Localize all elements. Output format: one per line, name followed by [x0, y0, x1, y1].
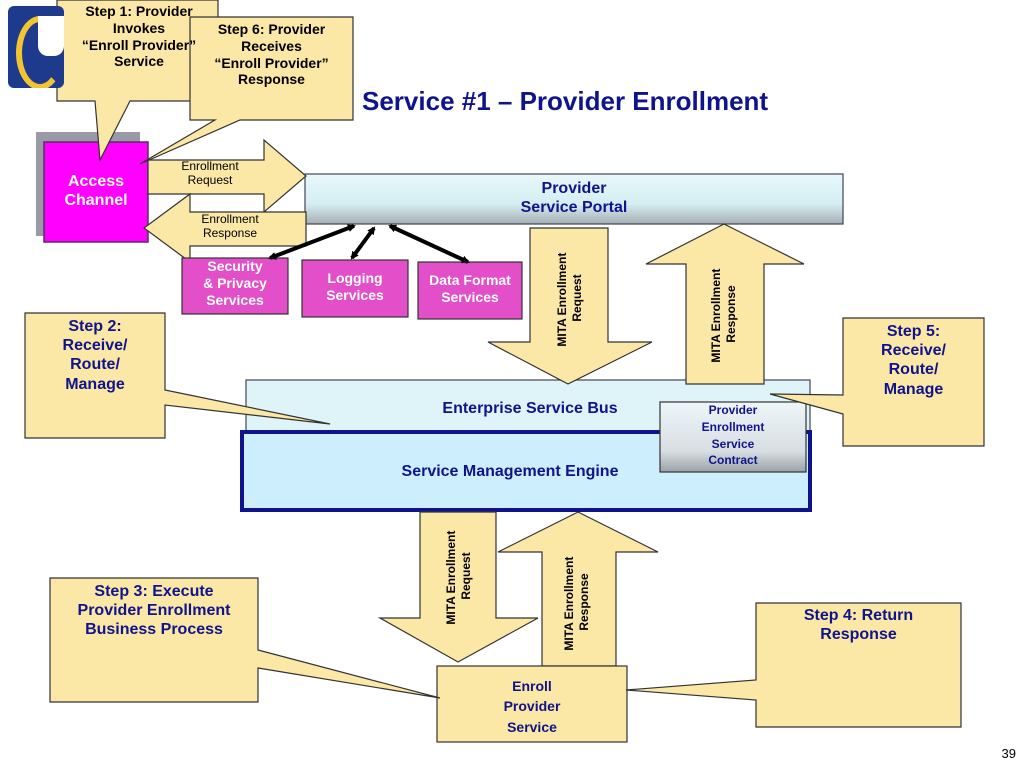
access-channel-box [43, 141, 149, 243]
mita-request-label-upper: MITA Enrollment Request [555, 249, 584, 346]
mita-request-label-lower: MITA Enrollment Request [444, 527, 473, 624]
mita-request-arrow-upper [487, 227, 653, 385]
mita-response-arrow-lower [497, 511, 659, 667]
step4-callout [625, 602, 962, 728]
connector-logging [350, 226, 376, 260]
step5-text: Step 5:Receive/Route/Manage [881, 323, 946, 398]
slide-title: Service #1 – Provider Enrollment [362, 86, 769, 116]
logo-letter [38, 16, 64, 56]
step2-callout [24, 312, 331, 439]
security-box [181, 257, 289, 315]
page-number: 39 [1001, 746, 1016, 761]
step6-callout [139, 16, 354, 165]
org-logo [8, 6, 64, 88]
sme-label: Service Management Engine [401, 463, 619, 480]
esb-label: Enterprise Service Bus [442, 400, 618, 417]
data-format-box [417, 261, 523, 320]
step2-text: Step 2:Receive/Route/Manage [62, 318, 128, 393]
portal-box [304, 173, 844, 225]
contract-box [659, 401, 807, 473]
step5-callout [769, 317, 985, 447]
logging-box [301, 259, 409, 318]
step3-callout [49, 577, 441, 703]
mita-response-label-lower: MITA Enrollment Response [562, 553, 591, 650]
mita-request-arrow-lower [377, 511, 539, 663]
mita-response-label-upper: MITA Enrollment Response [709, 265, 738, 362]
connector-data-format [388, 224, 470, 264]
enroll-service-box [436, 665, 628, 743]
connector-security [268, 224, 356, 260]
enrollment-request-arrow [147, 138, 307, 214]
mita-response-arrow-upper [645, 223, 805, 385]
